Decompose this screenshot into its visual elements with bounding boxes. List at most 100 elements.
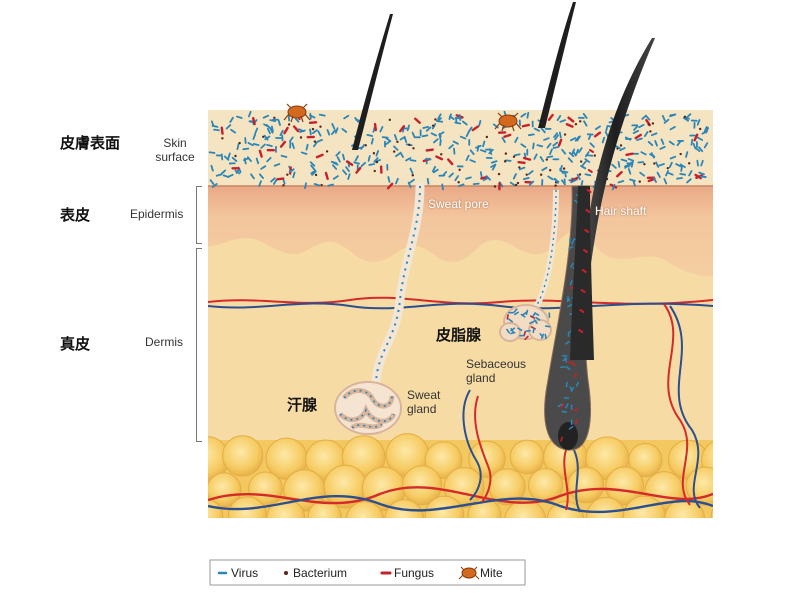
bacterium-particle: [393, 150, 396, 153]
virus-particle: [234, 169, 241, 175]
virus-particle: [409, 167, 414, 175]
legend-fungus-label: Fungus: [394, 566, 435, 580]
virus-particle: [639, 171, 646, 177]
fat-cell: [424, 495, 465, 518]
virus-particle: [334, 127, 339, 134]
virus-particle: [299, 129, 306, 133]
sweat-gland-label-en: Sweat gland: [407, 388, 440, 416]
virus-particle: [403, 136, 408, 143]
bacterium-particle: [388, 118, 392, 122]
bacterium-particle: [593, 154, 596, 157]
virus-particle: [399, 151, 404, 158]
virus-particle: [539, 156, 545, 163]
bacterium-particle: [698, 127, 702, 131]
fungus-particle: [279, 140, 287, 148]
fungus-particle: [694, 173, 702, 180]
virus-particle: [567, 157, 574, 163]
virus-particle: [258, 180, 262, 187]
virus-particle: [668, 161, 673, 169]
virus-particle: [305, 143, 309, 151]
fungus-particle: [634, 133, 642, 140]
virus-particle: [601, 136, 606, 144]
virus-particle: [654, 140, 658, 147]
virus-particle: [448, 172, 454, 178]
virus-particle: [342, 153, 346, 161]
virus-particle: [436, 117, 442, 123]
virus-particle: [605, 125, 609, 132]
bacterium-particle: [562, 167, 566, 170]
virus-particle: [310, 169, 317, 175]
bacterium-particle: [282, 184, 285, 187]
virus-particle: [686, 178, 692, 184]
virus-particle: [665, 170, 669, 177]
virus-particle: [476, 145, 480, 152]
bacterium-particle: [647, 123, 650, 126]
virus-particle: [292, 171, 296, 179]
virus-particle: [512, 173, 517, 180]
epidermis-label-en: Epidermis: [130, 207, 184, 221]
bacterium-particle: [373, 169, 376, 173]
fungus-particle: [522, 156, 532, 161]
bacterium-particle: [493, 185, 497, 188]
virus-particle: [247, 110, 252, 118]
virus-particle: [620, 158, 628, 162]
virus-particle: [236, 115, 243, 119]
virus-particle: [252, 133, 257, 140]
virus-particle: [343, 114, 350, 120]
virus-particle: [336, 156, 341, 163]
virus-particle: [586, 154, 594, 157]
fungus-particle: [570, 176, 579, 183]
virus-particle: [258, 173, 264, 179]
fungus-particle: [258, 149, 263, 158]
fungus-particle: [593, 131, 602, 138]
virus-particle: [558, 131, 562, 139]
virus-particle: [522, 177, 530, 181]
virus-particle: [250, 173, 255, 180]
fungus-particle: [373, 122, 378, 132]
virus-particle: [560, 179, 566, 186]
virus-particle: [279, 129, 284, 136]
virus-particle: [576, 173, 581, 181]
virus-particle: [331, 123, 336, 130]
virus-particle: [227, 152, 231, 160]
virus-particle: [485, 175, 491, 181]
virus-particle: [242, 147, 250, 151]
fungus-particle: [315, 153, 324, 159]
virus-particle: [676, 140, 682, 147]
skin-surface-line-1: Skin: [163, 136, 187, 150]
virus-particle: [467, 126, 473, 133]
virus-particle: [479, 171, 483, 178]
virus-particle: [395, 152, 401, 158]
fat-cell: [222, 435, 264, 477]
virus-particle: [211, 124, 219, 128]
fungus-particle: [292, 125, 300, 133]
virus-particle: [342, 169, 348, 176]
sweat-gland-line-2: gland: [407, 402, 437, 416]
virus-particle: [311, 129, 318, 135]
virus-particle: [643, 131, 649, 138]
virus-particle: [266, 156, 272, 163]
virus-particle: [490, 163, 497, 168]
virus-particle: [584, 158, 591, 163]
virus-particle: [370, 137, 374, 145]
bacterium-particle: [619, 144, 623, 147]
virus-particle: [409, 178, 415, 184]
virus-particle: [311, 170, 317, 176]
virus-particle: [461, 120, 468, 126]
virus-particle: [703, 142, 709, 149]
virus-particle: [528, 133, 535, 137]
virus-particle: [488, 148, 494, 155]
virus-particle: [578, 147, 583, 154]
virus-particle: [439, 139, 442, 146]
fungus-particle: [547, 113, 554, 121]
virus-particle: [661, 114, 666, 122]
virus-particle: [611, 163, 617, 169]
fungus-particle: [521, 123, 530, 128]
bacterium-particle: [396, 140, 399, 144]
fungus-particle: [386, 182, 394, 190]
bacterium-particle: [238, 141, 241, 145]
virus-particle: [546, 155, 554, 159]
virus-particle: [554, 177, 559, 184]
virus-particle: [554, 134, 559, 141]
virus-particle: [552, 141, 559, 147]
